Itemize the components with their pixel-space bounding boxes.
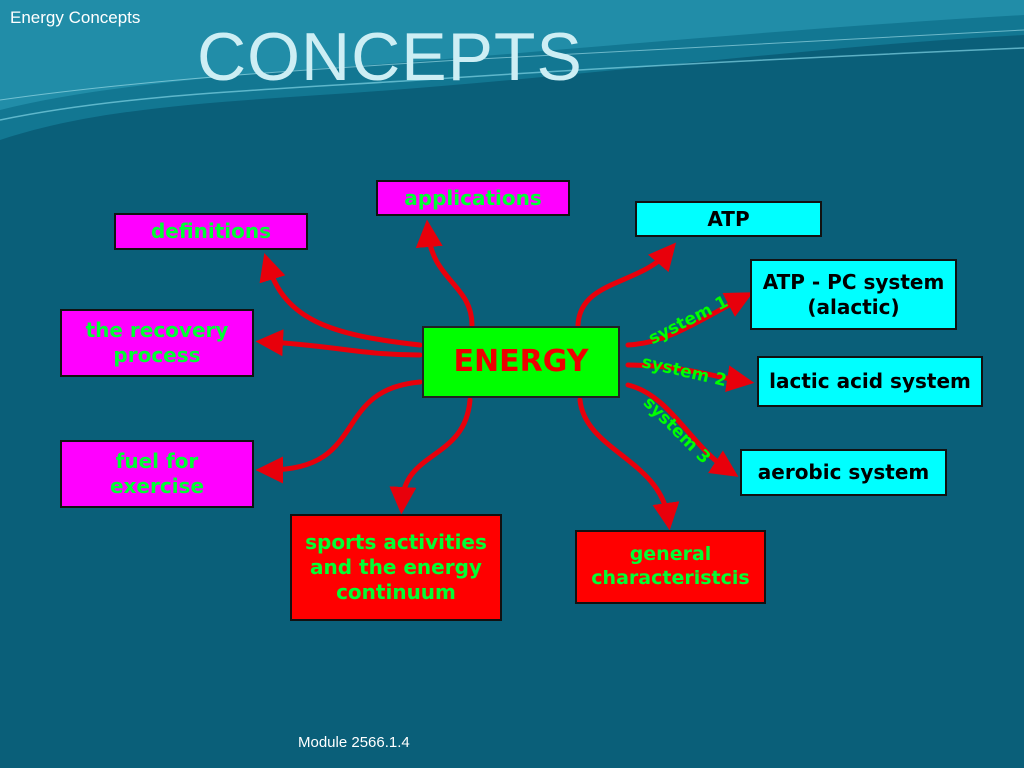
arrow-to-recovery [255,329,423,358]
node-atp-label: ATP [707,206,750,231]
node-recovery-process: the recovery process [60,309,254,377]
arrow-to-definitions [259,253,423,348]
node-recovery-label: the recovery process [85,318,229,367]
arrow-to-fuel [255,379,423,484]
node-general-characteristics: general characteristcis [575,530,766,604]
arrow-to-lactic [625,362,755,393]
node-definitions: definitions [114,213,308,250]
arrow-to-atp-pc [625,292,754,348]
node-lactic-acid-system: lactic acid system [757,356,983,407]
node-sports-activities: sports activities and the energy continu… [290,514,502,621]
header-small-title: Energy Concepts [10,8,141,27]
node-definitions-label: definitions [150,219,272,243]
energy-label: ENERGY [453,344,589,380]
node-lactic-label: lactic acid system [769,369,971,393]
arrow-to-general [577,397,680,531]
node-aerobic-label: aerobic system [757,460,930,484]
node-general-label: general characteristcis [591,543,750,589]
node-atp-pc-label: ATP - PC system (alactic) [762,269,945,319]
footer-module: Module 2566.1.4 [298,734,410,751]
node-fuel-for-exercise: fuel for exercise [60,440,254,508]
energy-center-node: ENERGY [422,326,620,398]
node-fuel-label: fuel for exercise [109,449,205,498]
arrow-to-atp [575,242,677,328]
node-atp-pc-system: ATP - PC system (alactic) [750,259,957,330]
node-aerobic-system: aerobic system [740,449,947,496]
arrow-to-sports [389,397,473,515]
arrow-to-applications [415,219,475,328]
page-title: CONCEPTS [197,19,583,95]
node-applications-label: applications [404,185,542,210]
node-applications: applications [376,180,570,216]
node-sports-label: sports activities and the energy continu… [305,530,487,604]
node-atp: ATP [635,201,822,237]
arrow-to-aerobic [625,382,739,477]
